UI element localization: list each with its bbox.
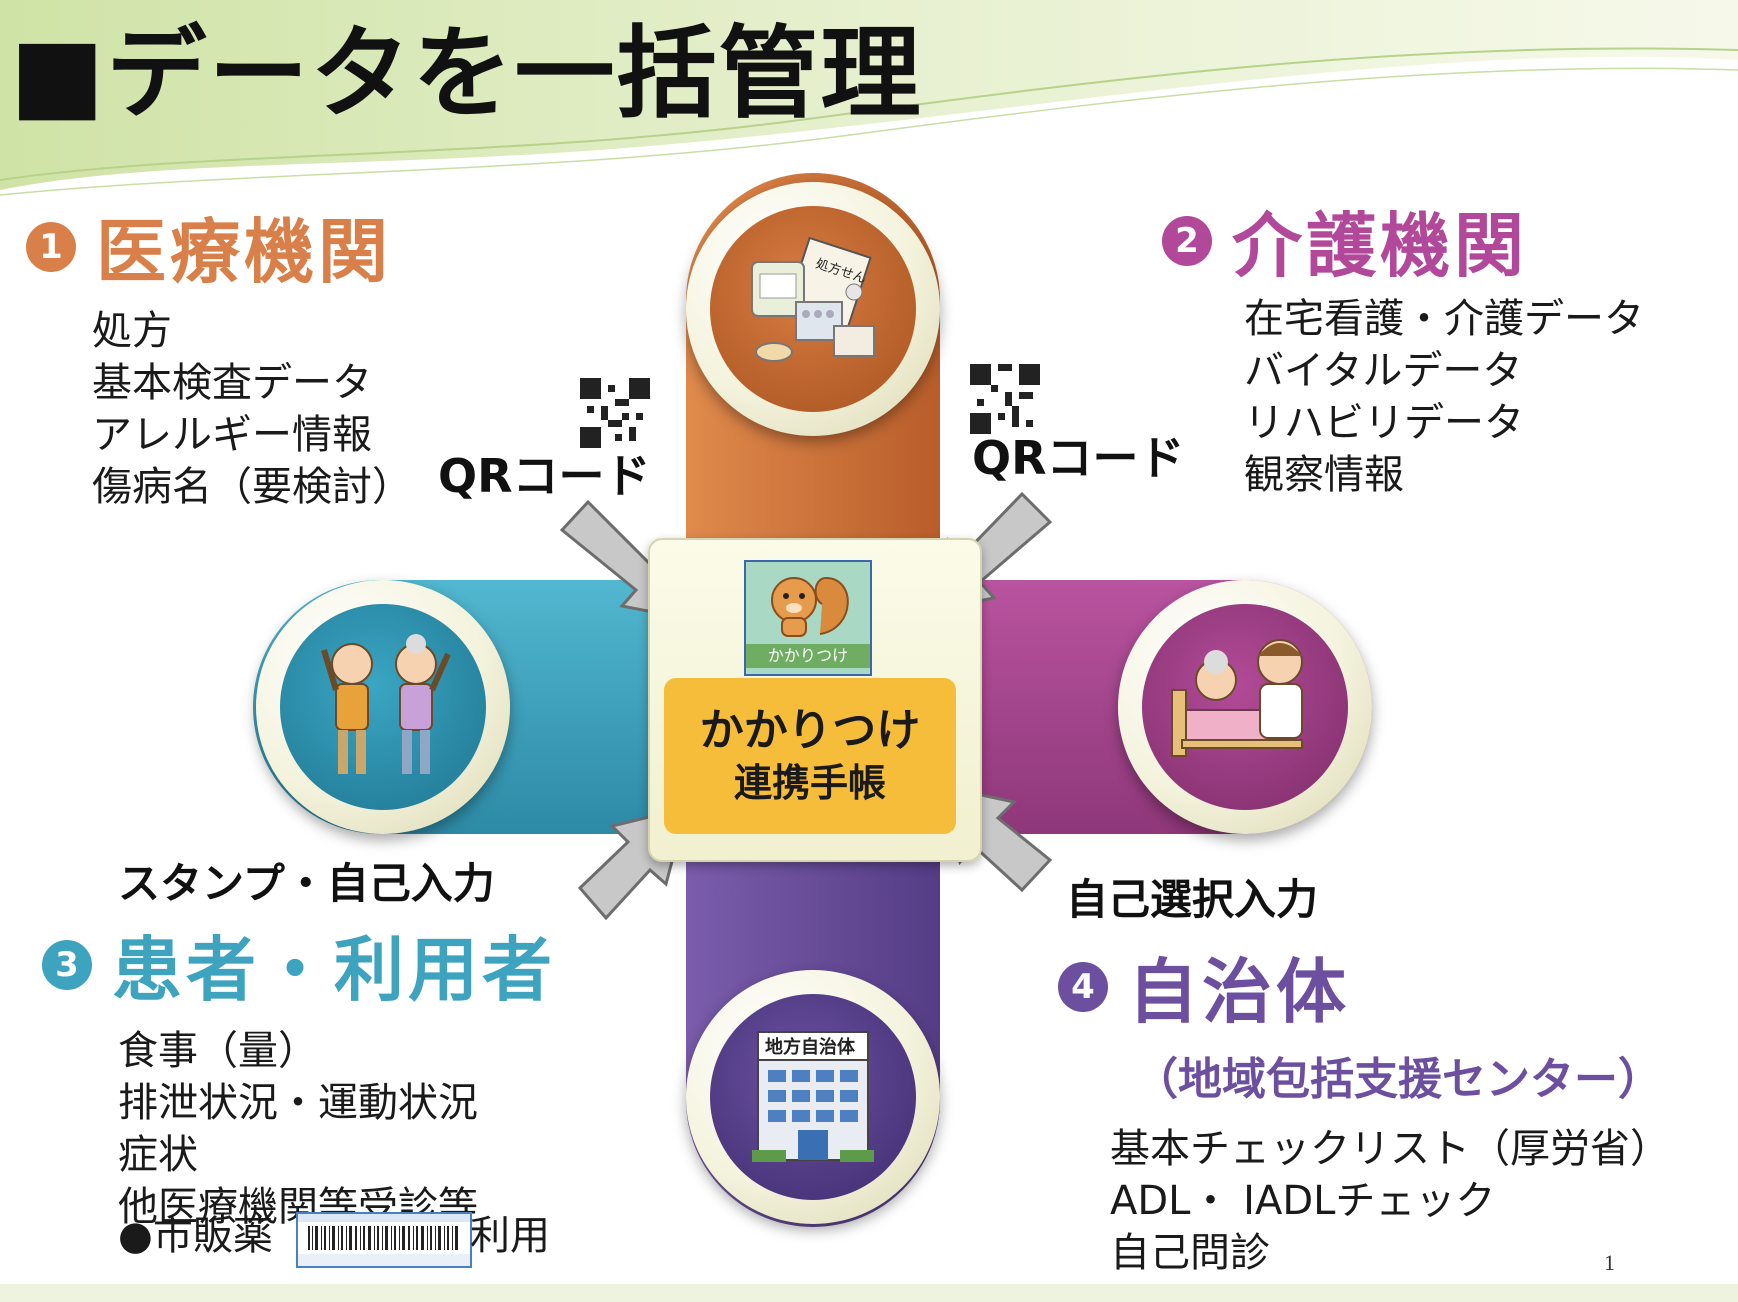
list-item: ADL・ IADLチェック (1110, 1178, 1496, 1224)
list-item: 基本検査データ (92, 360, 372, 406)
center-label: かかりつけ 連携手帳 (664, 678, 956, 834)
list-item: 自己問診 (1110, 1230, 1270, 1276)
page-number: 1 (1604, 1250, 1615, 1275)
section-patient-header: 3 患者・利用者 (42, 914, 556, 1015)
badge-care (1118, 580, 1372, 834)
arrow-label-top-left: QRコード (438, 449, 651, 503)
list-item: 在宅看護・介護データ (1244, 296, 1644, 342)
section-patient-items: 食事（量） 排泄状況・運動状況 症状 他医療機関等受診等 (118, 1025, 556, 1233)
list-item: 基本チェックリスト（厚労省） (1110, 1126, 1670, 1172)
section-care-number: 2 (1162, 215, 1212, 266)
badge-municipality: 地方自治体 (686, 970, 940, 1224)
app-icon-label: かかりつけ (746, 644, 870, 668)
list-item: 食事（量） (118, 1028, 318, 1074)
header-wave-background (0, 0, 1738, 196)
qr-code-right (970, 364, 1040, 434)
city-hall-sign: 地方自治体 (765, 1036, 856, 1058)
list-item: バイタルデータ (1244, 348, 1523, 394)
section-municipality-number: 4 (1058, 961, 1108, 1012)
section-municipality: 4 自治体 （地域包括支援センター） 基本チェックリスト（厚労省） ADL・ I… (1058, 936, 1670, 1279)
list-item: 処方 (92, 308, 172, 354)
section-municipality-subtitle: （地域包括支援センター） (1134, 1054, 1662, 1105)
section-municipality-title: 自治体 (1128, 951, 1350, 1033)
medicine-icon: 処方せん (751, 236, 875, 362)
otc-suffix: 利用 (470, 1213, 550, 1259)
section-patient-number: 3 (42, 939, 92, 990)
center-label-line1: かかりつけ (699, 705, 921, 756)
arrow-label-bottom-right: 自己選択入力 (1066, 875, 1319, 924)
badge-medical: 処方せん (686, 182, 940, 436)
barcode-image (296, 1212, 472, 1268)
section-medical-number: 1 (26, 221, 76, 272)
section-medical-title: 医療機関 (96, 211, 392, 293)
section-medical-header: 1 医療機関 (26, 196, 412, 297)
city-hall-icon: 地方自治体 (752, 1031, 874, 1162)
qr-code-left (580, 378, 650, 448)
arrow-label-top-right: QRコード (972, 431, 1185, 485)
elderly-exercise-icon (321, 634, 451, 774)
section-patient-title: 患者・利用者 (112, 929, 556, 1011)
badge-patient (256, 580, 510, 834)
section-care-header: 2 介護機関 (1162, 190, 1644, 291)
caregiver-icon (1171, 639, 1303, 757)
section-municipality-items: 基本チェックリスト（厚労省） ADL・ IADLチェック 自己問診 (1110, 1123, 1670, 1279)
section-care-items: 在宅看護・介護データ バイタルデータ リハビリデータ 観察情報 (1244, 293, 1644, 501)
otc-prefix: ●市販薬 (118, 1213, 273, 1259)
barcode-icon (298, 1214, 470, 1266)
app-icon: かかりつけ (744, 560, 872, 676)
list-item: リハビリデータ (1244, 400, 1524, 446)
section-medical: 1 医療機関 処方 基本検査データ アレルギー情報 傷病名（要検討） (26, 196, 412, 513)
section-care-title: 介護機関 (1232, 205, 1528, 287)
list-item: 排泄状況・運動状況 (118, 1080, 478, 1126)
section-patient: 3 患者・利用者 食事（量） 排泄状況・運動状況 症状 他医療機関等受診等 (42, 914, 556, 1233)
list-item: 傷病名（要検討） (92, 464, 412, 510)
section-care: 2 介護機関 在宅看護・介護データ バイタルデータ リハビリデータ 観察情報 (1162, 190, 1644, 501)
section-medical-items: 処方 基本検査データ アレルギー情報 傷病名（要検討） (92, 305, 412, 513)
squirrel-icon (771, 576, 849, 637)
section-municipality-header: 4 自治体 (1058, 936, 1670, 1037)
list-item: 観察情報 (1244, 452, 1404, 498)
center-label-line2: 連携手帳 (733, 761, 886, 805)
list-item: アレルギー情報 (92, 412, 372, 458)
slide-title: ■データを一括管理 (10, 15, 923, 132)
arrow-label-bottom-left: スタンプ・自己入力 (118, 859, 495, 908)
footer-strip (0, 1284, 1738, 1302)
list-item: 症状 (118, 1132, 198, 1178)
